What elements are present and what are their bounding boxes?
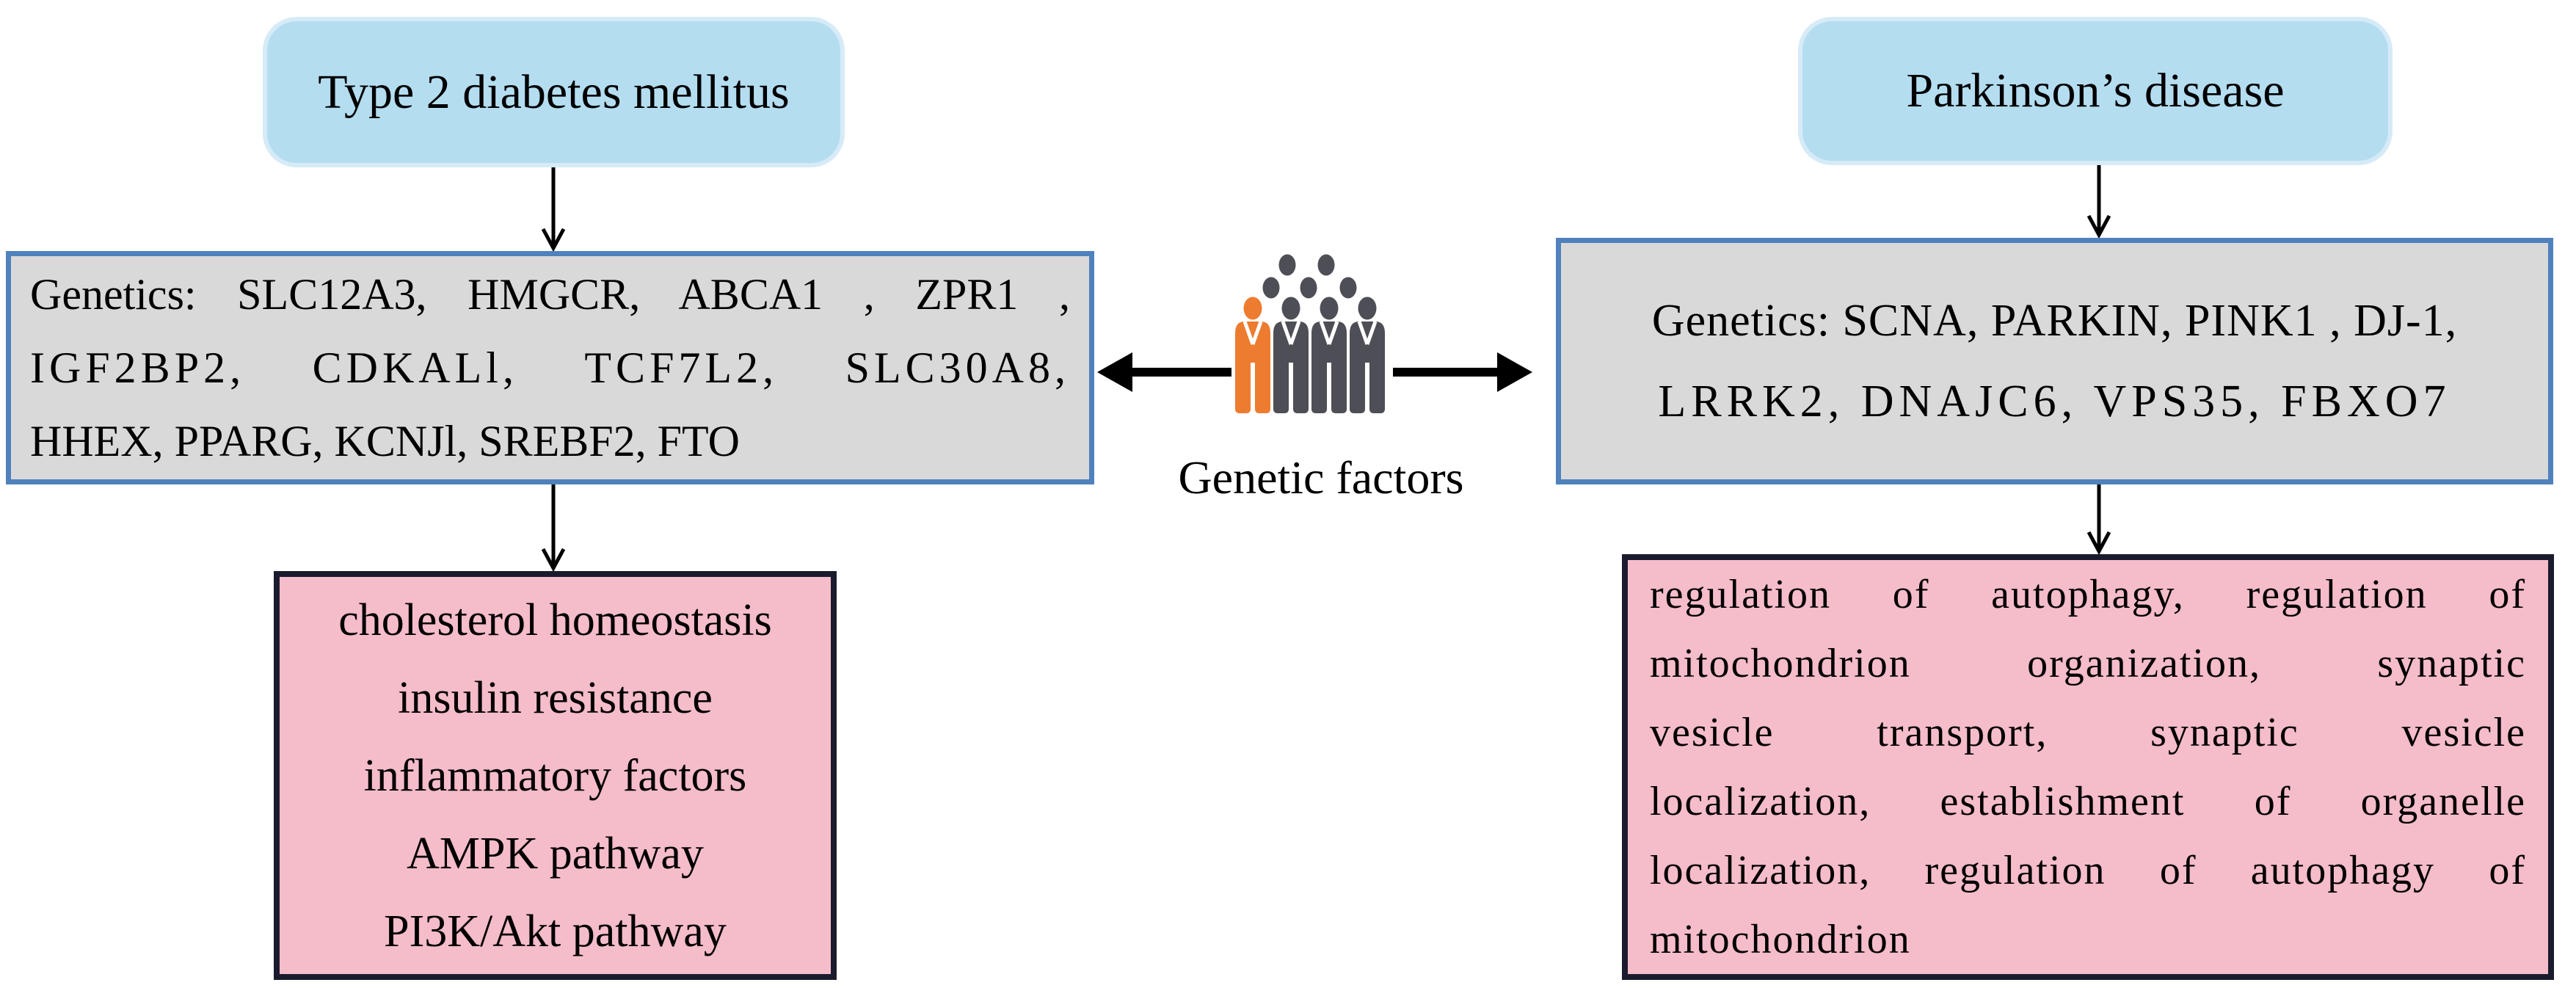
arrow-parkinsons-to-genetics: [2086, 165, 2111, 238]
t2dm-pathways-box: cholesterol homeostasis insulin resistan…: [274, 571, 837, 980]
t2dm-genetics-line: IGF2BP2, CDKALl, TCF7L2, SLC30A8,: [30, 344, 1070, 392]
arrow-parkinsons-genetics-to-processes: [2086, 484, 2111, 554]
parkinsons-process-line: localization, establishment of organelle: [1650, 779, 2526, 824]
people-group-icon: [1231, 251, 1393, 418]
parkinsons-processes-box: regulation of autophagy, regulation of m…: [1622, 554, 2554, 980]
parkinsons-genetics-line: Genetics: SCNA, PARKIN, PINK1 , DJ-1,: [1651, 296, 2458, 346]
arrowhead-right-icon: [1497, 352, 1532, 392]
t2dm-genetics-line: HHEX, PPARG, KCNJl, SREBF2, FTO: [30, 417, 740, 465]
arrowhead-left-icon: [1097, 352, 1132, 392]
t2dm-disease-box: Type 2 diabetes mellitus: [263, 17, 845, 167]
t2dm-disease-label: Type 2 diabetes mellitus: [318, 65, 790, 119]
parkinsons-genetics-line: LRRK2, DNAJC6, VPS35, FBXO7: [1658, 377, 2451, 426]
parkinsons-process-line: vesicle transport, synaptic vesicle: [1650, 710, 2526, 755]
arrow-t2dm-genetics-to-pathways: [541, 484, 566, 571]
t2dm-genetics-line: Genetics: SLC12A3, HMGCR, ABCA1 , ZPR1 ,: [30, 270, 1070, 319]
t2dm-pathway-line: insulin resistance: [398, 672, 713, 723]
t2dm-pathway-line: inflammatory factors: [363, 750, 747, 801]
genetic-factors-label: Genetic factors: [1178, 451, 1464, 504]
parkinsons-disease-box: Parkinson’s disease: [1798, 17, 2393, 165]
t2dm-genetics-box: Genetics: SLC12A3, HMGCR, ABCA1 , ZPR1 ,…: [6, 251, 1094, 484]
t2dm-pathway-line: cholesterol homeostasis: [338, 595, 772, 645]
parkinsons-genetics-box: Genetics: SCNA, PARKIN, PINK1 , DJ-1, LR…: [1556, 238, 2553, 484]
t2dm-pathway-line: AMPK pathway: [407, 828, 704, 879]
parkinsons-process-line: localization, regulation of autophagy of: [1650, 848, 2526, 893]
parkinsons-process-line: mitochondrion organization, synaptic: [1650, 641, 2526, 686]
arrow-t2dm-to-genetics: [541, 167, 566, 251]
parkinsons-disease-label: Parkinson’s disease: [1906, 64, 2285, 117]
parkinsons-process-line: mitochondrion: [1650, 917, 1911, 962]
t2dm-pathway-line: PI3K/Akt pathway: [384, 906, 727, 956]
parkinsons-process-line: regulation of autophagy, regulation of: [1650, 572, 2526, 617]
